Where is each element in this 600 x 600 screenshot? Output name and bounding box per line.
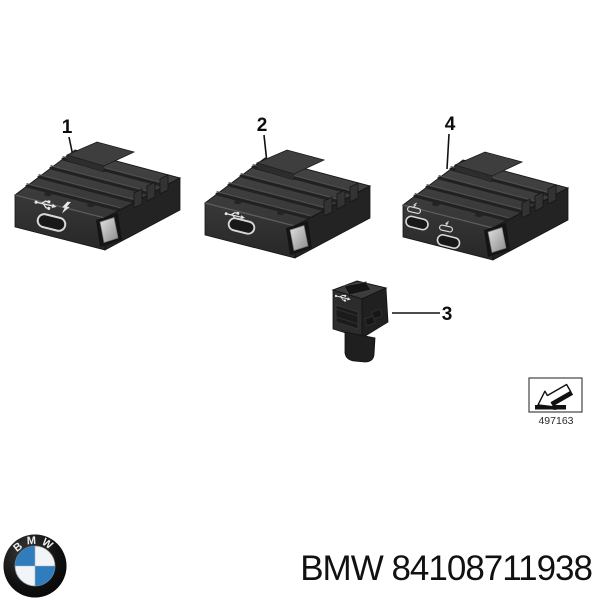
part-1-usb-socket[interactable]: 1 xyxy=(13,117,182,252)
part-1-label[interactable]: 1 xyxy=(62,117,73,138)
part-4-usb-socket[interactable]: 4 xyxy=(401,114,570,262)
part-2-illustration xyxy=(203,148,372,260)
part-3-label[interactable]: 3 xyxy=(442,304,453,325)
part-number-title: BMW 84108711938 xyxy=(300,549,593,589)
logo-blue-quadrant xyxy=(35,566,55,586)
part-4-leader-line xyxy=(446,133,450,170)
part-4-illustration xyxy=(401,150,570,262)
part-2-label[interactable]: 2 xyxy=(257,115,268,136)
part-number-text: 84108711938 xyxy=(391,549,593,588)
part-1-illustration xyxy=(13,140,182,252)
bmw-logo: BMW xyxy=(3,534,67,598)
linked-diagram-reference[interactable]: 497163 xyxy=(528,377,583,427)
reference-number[interactable]: 497163 xyxy=(538,415,573,427)
brand-text: BMW xyxy=(300,549,384,588)
linked-diagram-arrow-icon xyxy=(535,383,574,410)
part-4-label[interactable]: 4 xyxy=(445,114,456,135)
part-2-usb-socket[interactable]: 2 xyxy=(203,115,372,260)
logo-blue-quadrant xyxy=(15,546,35,566)
part-3-usb-socket[interactable]: 3 xyxy=(331,280,453,363)
part-3-illustration xyxy=(331,280,389,363)
